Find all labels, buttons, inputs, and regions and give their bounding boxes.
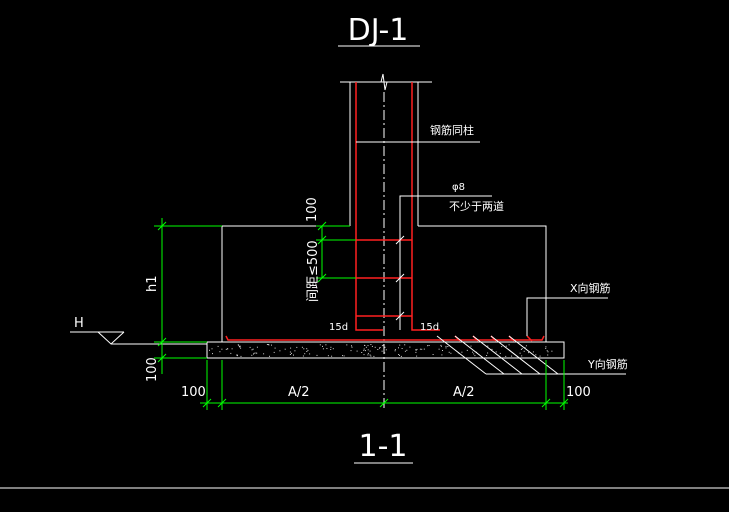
dimension-lines bbox=[154, 218, 569, 410]
elevation-mark bbox=[70, 331, 207, 345]
label-y-rebar: Y向钢筋 bbox=[587, 357, 628, 371]
break-line-symbol bbox=[378, 73, 390, 91]
dim-stirrup-spacing: 间距≤500 bbox=[306, 240, 321, 302]
bottom-mesh-rebar bbox=[225, 335, 545, 341]
label-stirrup-count: 不少于两道 bbox=[449, 199, 504, 213]
cushion-layer bbox=[206, 341, 565, 359]
section-label: 1-1 bbox=[359, 429, 408, 464]
label-hook-left: 15d bbox=[329, 322, 348, 333]
dim-right-100: 100 bbox=[566, 385, 591, 400]
label-x-rebar: X向钢筋 bbox=[570, 281, 611, 295]
label-elevation: H bbox=[74, 316, 84, 331]
leader-stirrup bbox=[399, 195, 492, 330]
stirrups bbox=[356, 239, 412, 317]
drawing-title: DJ-1 bbox=[348, 13, 409, 48]
leader-y-rebar bbox=[436, 335, 626, 375]
column-rebar bbox=[355, 82, 440, 331]
dim-half-a-right: A/2 bbox=[453, 385, 475, 400]
leader-x-rebar bbox=[526, 297, 608, 336]
stirrup-leader-ticks bbox=[395, 235, 405, 321]
dim-left-100: 100 bbox=[181, 385, 206, 400]
dim-top-100: 100 bbox=[305, 197, 320, 222]
dim-half-a-left: A/2 bbox=[288, 385, 310, 400]
label-hook-right: 15d bbox=[420, 322, 439, 333]
dim-cushion-100: 100 bbox=[145, 357, 160, 382]
label-stirrup-size: φ8 bbox=[452, 182, 465, 193]
label-column-rebar: 钢筋同柱 bbox=[430, 123, 474, 137]
dim-height-h1: h1 bbox=[145, 275, 160, 292]
